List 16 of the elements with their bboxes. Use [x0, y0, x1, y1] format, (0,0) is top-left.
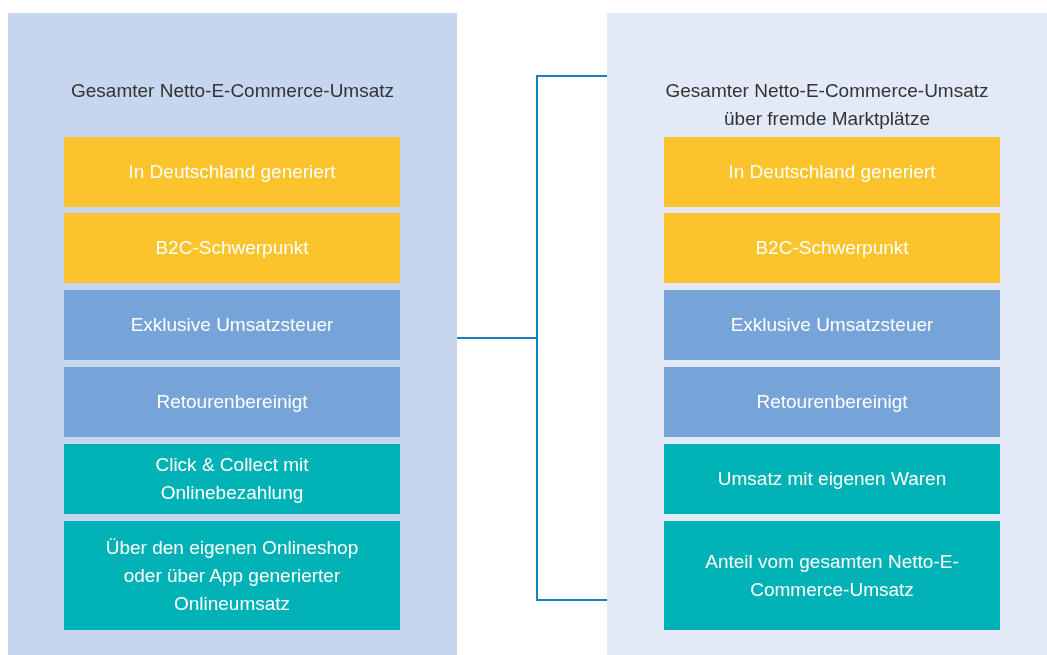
criteria-box: Über den eigenen Onlineshop oder über App generierter Onlineumsatz	[64, 521, 400, 630]
criteria-box: Click & Collect mit Onlinebezahlung	[64, 444, 400, 514]
category-panel	[607, 13, 1047, 655]
panel-title: Gesamter Netto-E-Commerce-Umsatz über fremde Marktplätze	[664, 79, 990, 131]
criteria-box: In Deutschland generiert	[664, 137, 1000, 207]
criteria-box: Exklusive Umsatzsteuer	[64, 290, 400, 360]
panel-title: Gesamter Netto-E-Commerce-Umsatz	[69, 79, 396, 103]
category-panel	[8, 13, 457, 655]
criteria-box: B2C-Schwerpunkt	[64, 213, 400, 283]
criteria-box: Retourenbereinigt	[664, 367, 1000, 437]
criteria-box: Exklusive Umsatzsteuer	[664, 290, 1000, 360]
criteria-box: B2C-Schwerpunkt	[664, 213, 1000, 283]
criteria-box: Anteil vom gesamten Netto-E-Commerce-Umsatz	[664, 521, 1000, 630]
criteria-box: In Deutschland generiert	[64, 137, 400, 207]
criteria-box: Umsatz mit eigenen Waren	[664, 444, 1000, 514]
criteria-box: Retourenbereinigt	[64, 367, 400, 437]
